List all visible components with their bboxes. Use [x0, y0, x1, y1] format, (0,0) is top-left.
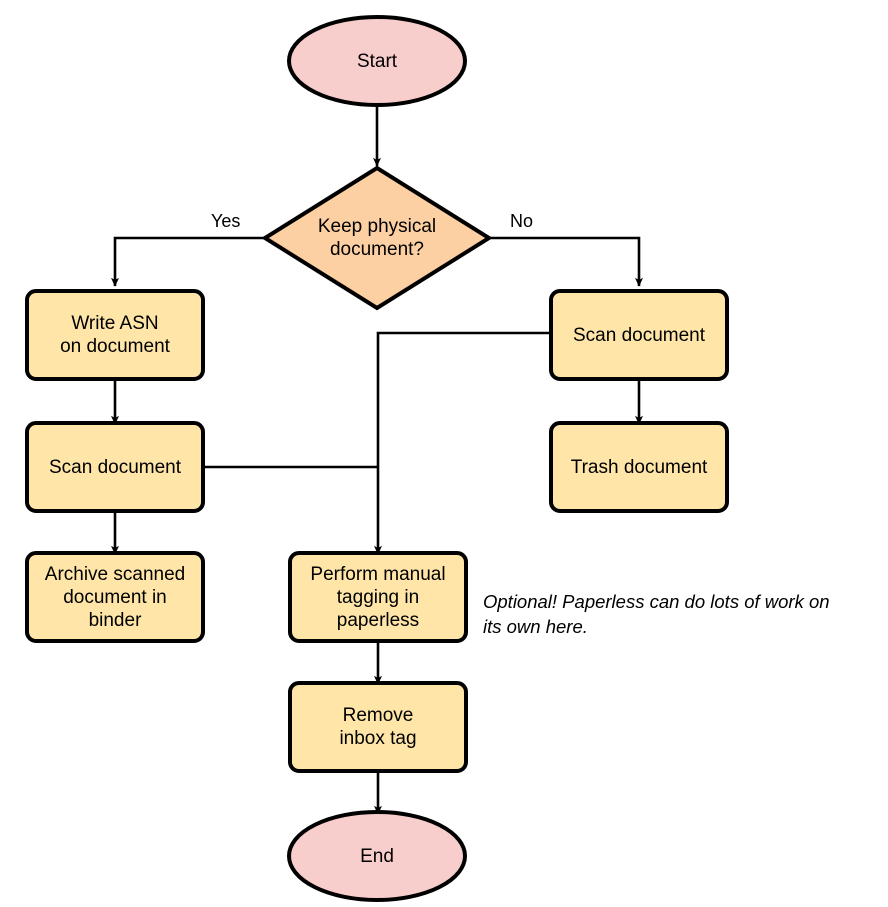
edge-label-yes: Yes — [211, 211, 241, 231]
edge-yes-to-write-asn — [111, 236, 267, 287]
node-remove-tag-shape[interactable] — [288, 681, 468, 773]
edge-label-no: No — [510, 211, 534, 231]
node-write-asn-shape[interactable] — [25, 289, 205, 381]
node-decision-shape[interactable] — [261, 165, 493, 311]
node-scan-left-shape[interactable] — [25, 421, 205, 513]
node-end-shape[interactable] — [287, 810, 467, 902]
node-tagging-shape[interactable] — [288, 551, 468, 643]
note-optional-paperless: Optional! Paperless can do lots of work … — [483, 591, 830, 637]
edge-scan-right-to-tagging — [374, 331, 551, 555]
node-archive-shape[interactable] — [25, 551, 205, 643]
node-scan-right-shape[interactable] — [549, 289, 729, 381]
node-start-shape[interactable] — [287, 15, 467, 107]
edge-no-to-scan-right — [488, 236, 643, 287]
node-trash-shape[interactable] — [549, 421, 729, 513]
